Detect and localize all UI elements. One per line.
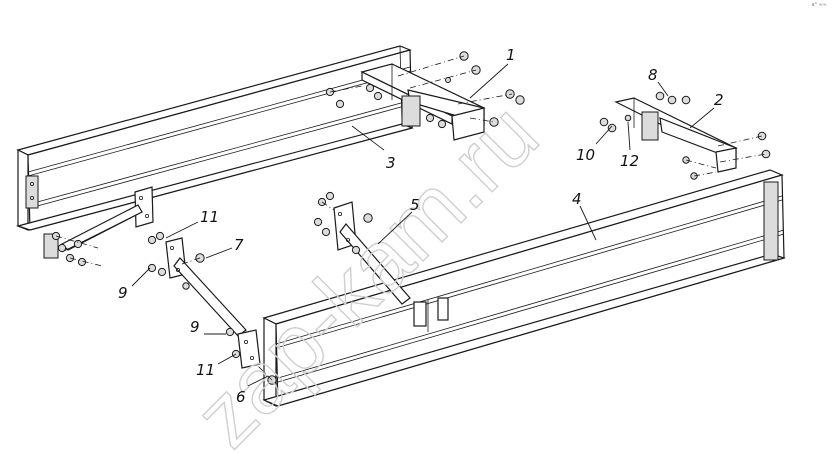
- callout-9-upper: 9: [118, 284, 128, 302]
- callout-8: 8: [648, 66, 658, 84]
- callout-12: 12: [620, 152, 639, 170]
- callout-6: 6: [236, 388, 246, 406]
- bracket-part-2: [599, 91, 771, 180]
- callout-11-lower: 11: [196, 361, 215, 379]
- beam-part-3: [15, 45, 414, 267]
- callout-3: 3: [386, 154, 396, 172]
- leader-lines: [131, 63, 715, 387]
- strut-part-6-7: [147, 231, 277, 385]
- callout-1: 1: [506, 46, 516, 64]
- callout-labels: 1 2 3 4 5 6 7 8 9 9 10 11 11 12: [118, 46, 724, 406]
- callout-5: 5: [410, 196, 420, 214]
- corner-mark: a° ≈≈: [811, 2, 827, 8]
- callout-11-upper: 11: [200, 208, 219, 226]
- callout-9-lower: 9: [190, 318, 200, 336]
- callout-10: 10: [576, 146, 595, 164]
- strut-part-5: [313, 191, 411, 305]
- callout-4: 4: [572, 190, 582, 208]
- callout-7: 7: [234, 236, 244, 254]
- bracket-part-1: [325, 51, 525, 141]
- beam-part-4: [262, 169, 787, 407]
- callout-2: 2: [714, 91, 724, 109]
